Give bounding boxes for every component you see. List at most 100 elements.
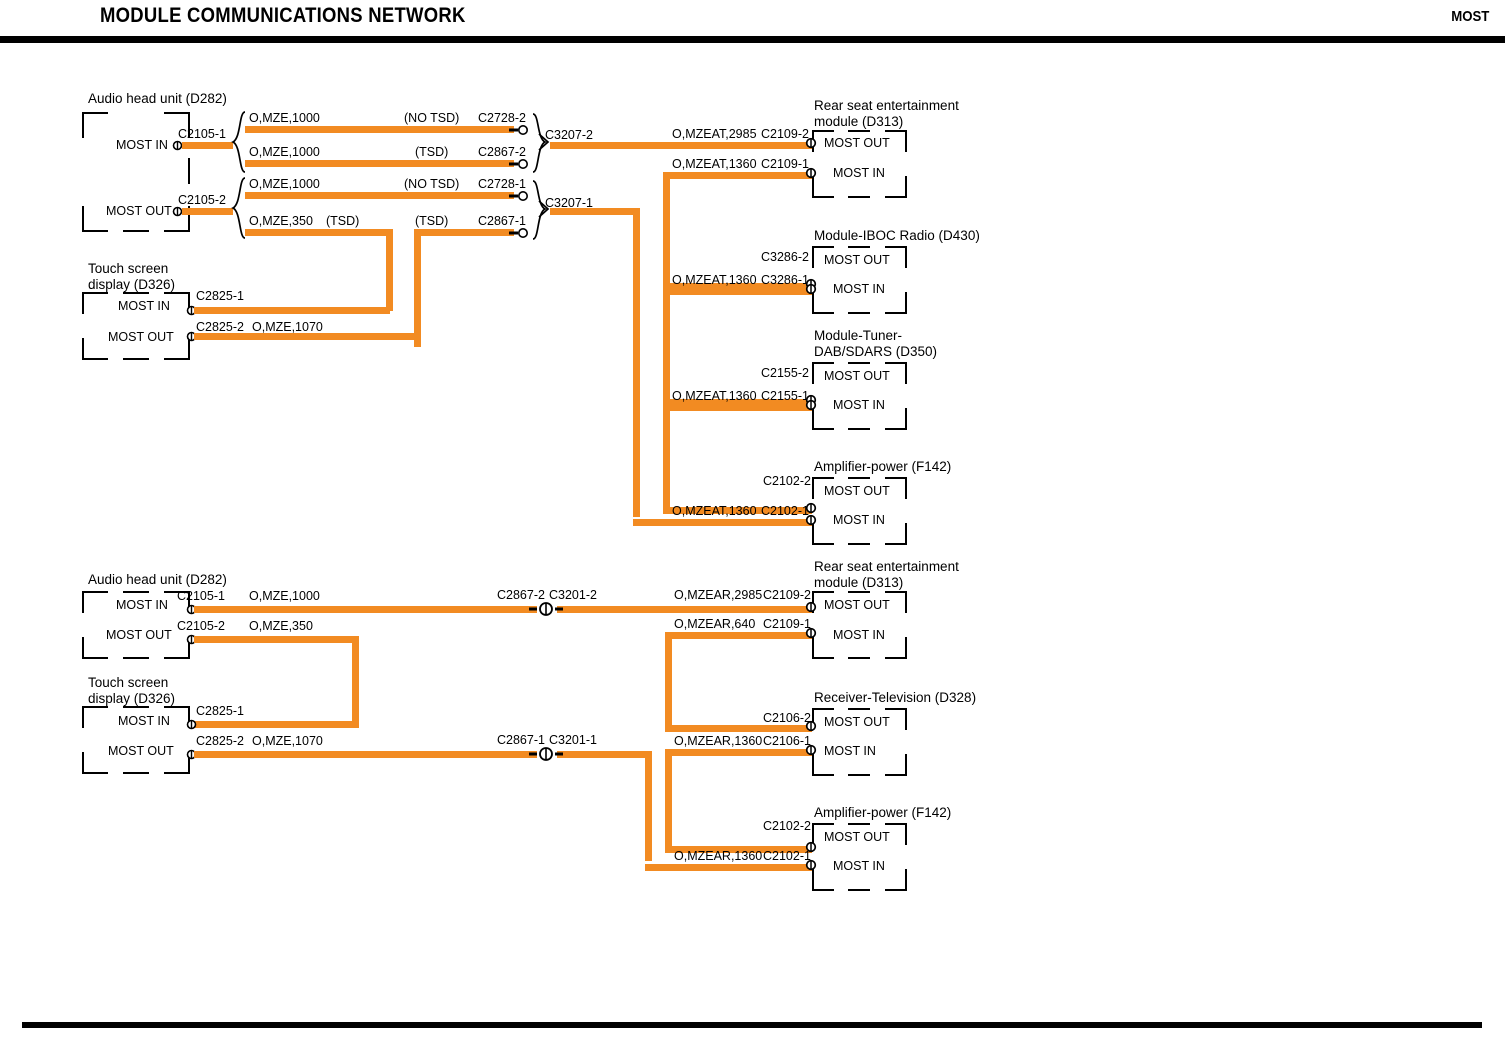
upper-wire-label-1: O,MZE,1000 [249,111,320,125]
upper-rse-title-line2: module (D313) [814,114,904,129]
upper-wire-label-2: O,MZE,1000 [249,145,320,159]
wire-c2867-2 [245,160,514,167]
upper-wire-label-c2825-2: O,MZE,1070 [252,320,323,334]
wire-lower-mostout-top [194,636,359,643]
upper-tsd-title-line1: Touch screen [88,261,169,276]
lower-amp-port-most-in: MOST IN [833,859,885,873]
wire-lower-to-c2102-2 [665,846,812,853]
lower-receiver-tv-box [812,708,907,776]
pin-c2825-1-icon-lower [186,719,197,730]
pin-c2105-1-icon [172,140,183,151]
upper-wire-label-3: O,MZE,1000 [249,177,320,191]
wire-c2105-1-stub [182,142,233,149]
pin-c2109-1-icon [805,167,817,179]
pin-c3286-1-icon [805,283,817,295]
upper-amp-box [812,477,907,545]
wire-c3286-1-drop [663,288,670,406]
lower-rse-box [812,591,907,659]
upper-connector-c2102-2-label: C2102-2 [763,474,811,488]
upper-connector-c2825-2-label: C2825-2 [196,320,244,334]
lower-rse-title-line1: Rear seat entertainment [814,559,959,574]
upper-tuner-port-most-in: MOST IN [833,398,885,412]
lower-wire-label-c2106-1: O,MZEAR,1360 [674,734,763,748]
wire-c3207-2-to-c2109-2 [550,142,812,149]
lower-connector-c2109-2-label: C2109-2 [763,588,811,602]
upper-audio-head-unit-title: Audio head unit (D282) [88,91,227,106]
lower-receiver-tv-port-most-in: MOST IN [824,744,876,758]
wire-lower-tsd-out-right [557,751,652,758]
lower-wire-label-c2825-2: O,MZE,1070 [252,734,323,748]
pin-c2105-2-icon [172,206,183,217]
pin-c2109-2-icon [805,137,817,149]
pin-c2102-1-icon-upper [805,514,817,526]
upper-brace-c2105-2 [230,176,248,245]
wire-c2155-1-drop [663,404,670,514]
upper-wire-label-c2109-1: O,MZEAT,1360 [672,157,757,171]
terminal-c2728-1-icon [509,190,528,201]
pin-c2102-2-icon-lower [805,841,817,853]
upper-brace-c2105-1 [230,110,248,179]
upper-wire-label-c2155-1: O,MZEAT,1360 [672,389,757,403]
lower-connector-c2105-1-label: C2105-1 [177,589,225,603]
lower-tsd-title-line2: display (D326) [88,691,176,706]
lower-connector-c2106-1-label: C2106-1 [763,734,811,748]
upper-wire-label-4: O,MZE,350 [249,214,313,228]
wire-lower-tsd-out-left [194,751,537,758]
wire-to-c2102-2 [663,507,812,514]
wire-to-c2102-1 [633,519,812,526]
wire-to-c2109-1 [663,172,812,179]
lower-rse-port-most-in: MOST IN [833,628,885,642]
network-type-label: MOST [1450,8,1489,25]
wire-lower-c2106-1-drop [665,749,672,853]
upper-rse-box [812,130,907,198]
wire-c2728-1 [245,192,514,199]
page-title: MODULE COMMUNICATIONS NETWORK [100,4,466,27]
upper-audio-head-unit-port-most-in: MOST IN [116,138,168,152]
upper-junction-c3207-2-symbol [530,112,556,179]
wire-c2728-2 [245,126,514,133]
lower-connector-c2102-1-label: C2102-1 [763,849,811,863]
wire-tsd-most-in-upper [194,307,390,314]
lower-wire-label-c2102-1: O,MZEAR,1360 [674,849,763,863]
upper-connector-c2109-2-label: C2109-2 [761,127,809,141]
page-header: MODULE COMMUNICATIONS NETWORK MOST [0,0,1505,43]
lower-tsd-title-line1: Touch screen [88,675,169,690]
wire-lower-to-c2106-1 [665,749,812,756]
wire-lower-mostin-right [557,606,812,613]
lower-amp-port-most-out: MOST OUT [824,830,890,844]
upper-wire-label-c3286-1: O,MZEAT,1360 [672,273,757,287]
upper-wire-note-3: (NO TSD) [404,177,460,191]
pin-c2106-1-icon [805,744,817,756]
upper-junction-c3207-1-label: C3207-1 [545,196,593,210]
wire-lower-to-c2109-1 [665,632,812,639]
wire-lower-to-c2106-2 [665,725,812,732]
wire-c2867-1-right [414,229,514,236]
lower-tsd-box [82,706,190,774]
upper-amp-port-most-out: MOST OUT [824,484,890,498]
lower-splice-c3201-2-label: C3201-2 [549,588,597,602]
lower-connector-c2106-2-label: C2106-2 [763,711,811,725]
upper-tuner-title-line2: DAB/SDARS (D350) [814,344,938,359]
lower-rse-port-most-out: MOST OUT [824,598,890,612]
lower-splice-c2867-1-label: C2867-1 [497,733,545,747]
upper-wire-note-2: (TSD) [415,145,449,159]
lower-audio-head-unit-port-most-out: MOST OUT [106,628,172,642]
lower-rse-title-line2: module (D313) [814,575,904,590]
lower-splice-c3201-2-icon [529,598,563,625]
wire-c3207-1-out [550,208,640,215]
lower-receiver-tv-title: Receiver-Television (D328) [814,690,977,705]
footer-divider [22,1022,1482,1028]
wire-lower-c2109-1-drop [665,632,672,732]
wire-c2105-2-stub [182,208,233,215]
upper-connector-c3286-2-label: C3286-2 [761,250,809,264]
pin-c2106-2-icon [805,720,817,732]
wire-lower-bus-vertical [645,751,652,861]
lower-connector-c2825-1-label: C2825-1 [196,704,244,718]
upper-iboc-box [812,246,907,314]
lower-connector-c2825-2-label: C2825-2 [196,734,244,748]
terminal-c2867-2-icon [509,158,528,169]
upper-connector-c2102-1-label: C2102-1 [761,504,809,518]
wire-lower-mostin-left [194,606,537,613]
upper-audio-head-unit-box [82,112,190,232]
